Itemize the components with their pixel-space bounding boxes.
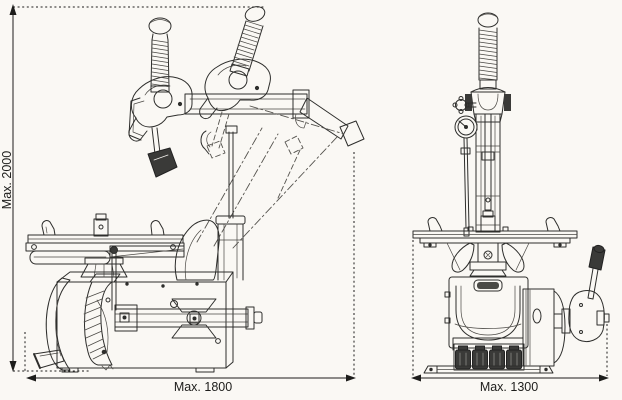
front-column — [473, 113, 503, 233]
front-cabinet — [444, 276, 529, 351]
spring-handle — [148, 17, 172, 93]
cabinet — [56, 271, 234, 373]
star-knob — [452, 96, 477, 114]
clamp-scrolls — [446, 242, 530, 277]
bead-breaker-arm — [33, 277, 71, 371]
side-view — [25, 6, 365, 373]
base-plate — [423, 365, 554, 374]
turntable — [25, 213, 185, 311]
dimension-height-label: Max. 2000 — [0, 151, 14, 209]
pressure-gauge — [454, 115, 478, 139]
mount-head — [128, 76, 193, 178]
bead-breaker-disc — [553, 290, 610, 343]
mount-head-tilted — [199, 6, 271, 120]
bead-breaker-lever — [587, 244, 606, 300]
dimension-width-label: Max. 1800 — [174, 380, 232, 394]
front-head — [465, 87, 511, 115]
pedal-unit — [453, 343, 525, 371]
tower-column — [174, 215, 246, 281]
swing-arm — [184, 89, 365, 147]
dimension-depth — [411, 240, 609, 382]
clamp-wings — [412, 210, 578, 248]
lift-rod — [200, 125, 238, 219]
bead-breaker-bar — [114, 298, 263, 339]
dimension-height — [9, 4, 266, 372]
dimension-depth-label: Max. 1300 — [480, 380, 538, 394]
gauge-hose — [460, 137, 471, 237]
front-view — [412, 12, 610, 374]
extension-line — [13, 332, 90, 372]
tilt-back-ghost — [196, 105, 345, 249]
wheel — [83, 273, 121, 366]
dimension-width — [26, 152, 356, 382]
front-spring-handle — [477, 12, 499, 90]
